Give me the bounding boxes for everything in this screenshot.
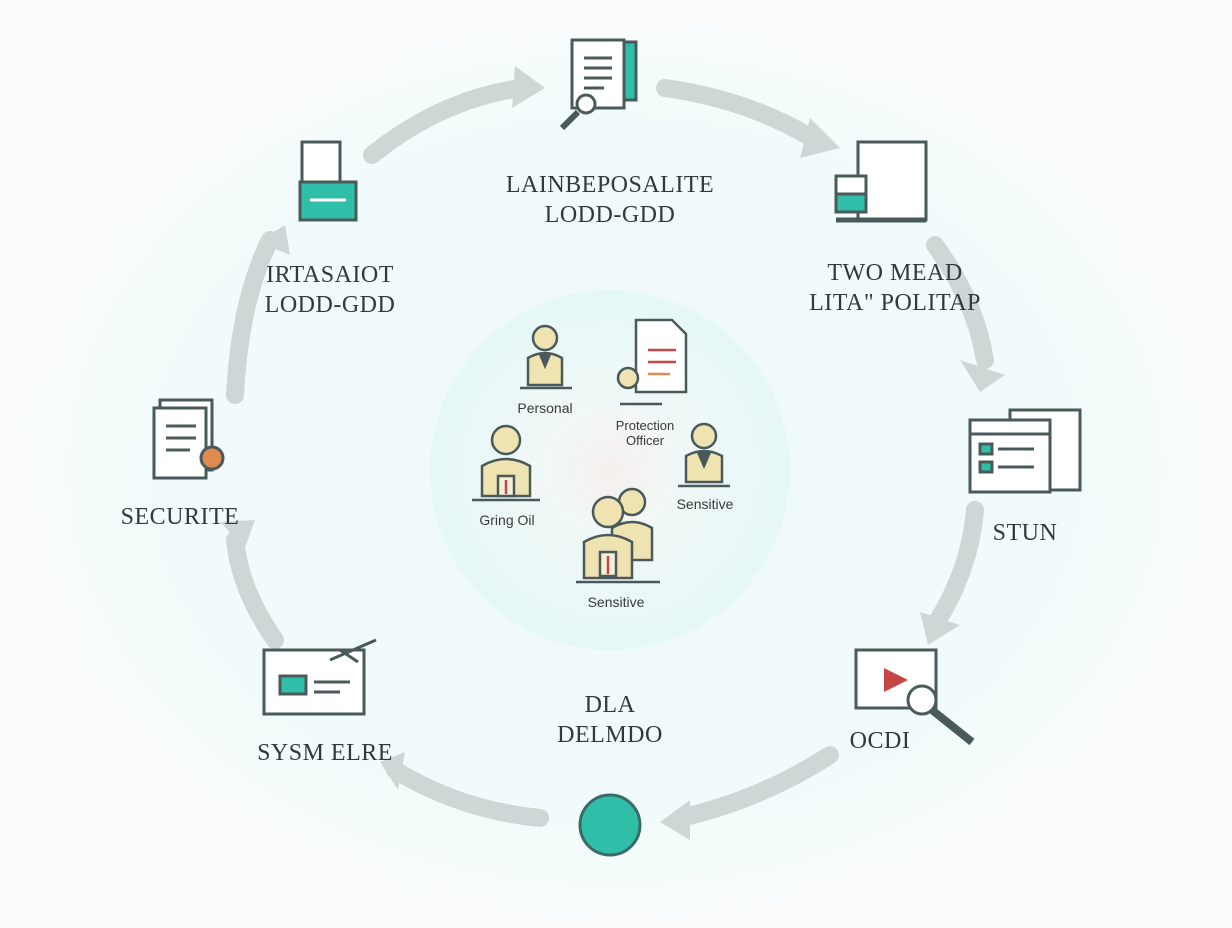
arrow-bottom-left-to-left <box>226 531 284 649</box>
step-top-left-label: IRTASAIOT LODD-GDD <box>230 260 430 320</box>
center-halo <box>430 290 790 650</box>
arrow-top-left-to-top <box>363 79 529 164</box>
arrow-left-to-top-left <box>226 231 279 404</box>
certificate-icon <box>152 398 225 480</box>
step-top-right-line2: LITA" POLITAP <box>809 290 981 316</box>
center-officer-line: Officer <box>625 433 665 448</box>
step-left-line1: SECURITE <box>120 504 240 530</box>
center-protection-officer-label: Protection Officer <box>590 418 700 448</box>
step-left-label: SECURITE <box>110 502 250 532</box>
person-right <box>678 422 730 488</box>
step-bottom-left-line1: SYSM ELRE <box>257 740 393 766</box>
step-right-label: STUN <box>970 518 1080 548</box>
arrow-right-to-bottom-right <box>926 501 984 634</box>
person-group-bottom <box>576 487 660 584</box>
step-top-line1: LAINBEPOSALITE <box>505 172 715 198</box>
document-pen-icon <box>616 318 688 406</box>
scanner-icon <box>298 140 358 222</box>
step-bottom-line2: DELMDO <box>557 722 663 748</box>
center-sensitive-bottom-label: Sensitive <box>587 594 645 610</box>
step-bottom-right-line1: OCDI <box>849 728 911 754</box>
step-top-right-label: TWO MEAD LITA" POLITAP <box>780 258 1010 318</box>
center-protection-line: Protection <box>615 418 675 433</box>
step-bottom-line1: DLA <box>584 692 636 718</box>
center-group-label: Gring Oil <box>479 512 535 528</box>
person-personal <box>520 324 572 390</box>
step-top-right-line1: TWO MEAD <box>827 260 963 286</box>
arrow-top-right-to-right <box>926 236 994 369</box>
form-window-icon <box>968 408 1082 494</box>
arrow-bottom-to-bottom-left <box>386 761 549 827</box>
arrow-bottom-right-to-bottom <box>671 746 839 827</box>
person-group-left <box>472 424 540 502</box>
video-search-icon <box>854 648 975 746</box>
step-top-left-line2: LODD-GDD <box>264 292 396 318</box>
step-top-left-line1: IRTASAIOT <box>266 262 394 288</box>
teal-dot-icon <box>578 793 642 857</box>
step-top-label: LAINBEPOSALITE LODD-GDD <box>470 170 750 230</box>
document-search-icon <box>559 38 638 131</box>
step-bottom-label: DLA DELMDO <box>530 690 690 750</box>
center-personal-label: Personal <box>517 400 573 416</box>
step-bottom-left-label: SYSM ELRE <box>240 738 410 768</box>
center-sensitive-right-label: Sensitive <box>676 496 734 512</box>
step-top-line2: LODD-GDD <box>544 202 676 228</box>
arrow-heads <box>220 66 1005 840</box>
arrow-top-to-top-right <box>656 79 824 149</box>
card-folder-icon <box>262 638 377 716</box>
step-bottom-right-label: OCDI <box>830 726 930 756</box>
step-right-line1: STUN <box>992 520 1058 546</box>
cycle-arrows <box>226 79 994 827</box>
document-tablet-icon <box>834 140 928 223</box>
